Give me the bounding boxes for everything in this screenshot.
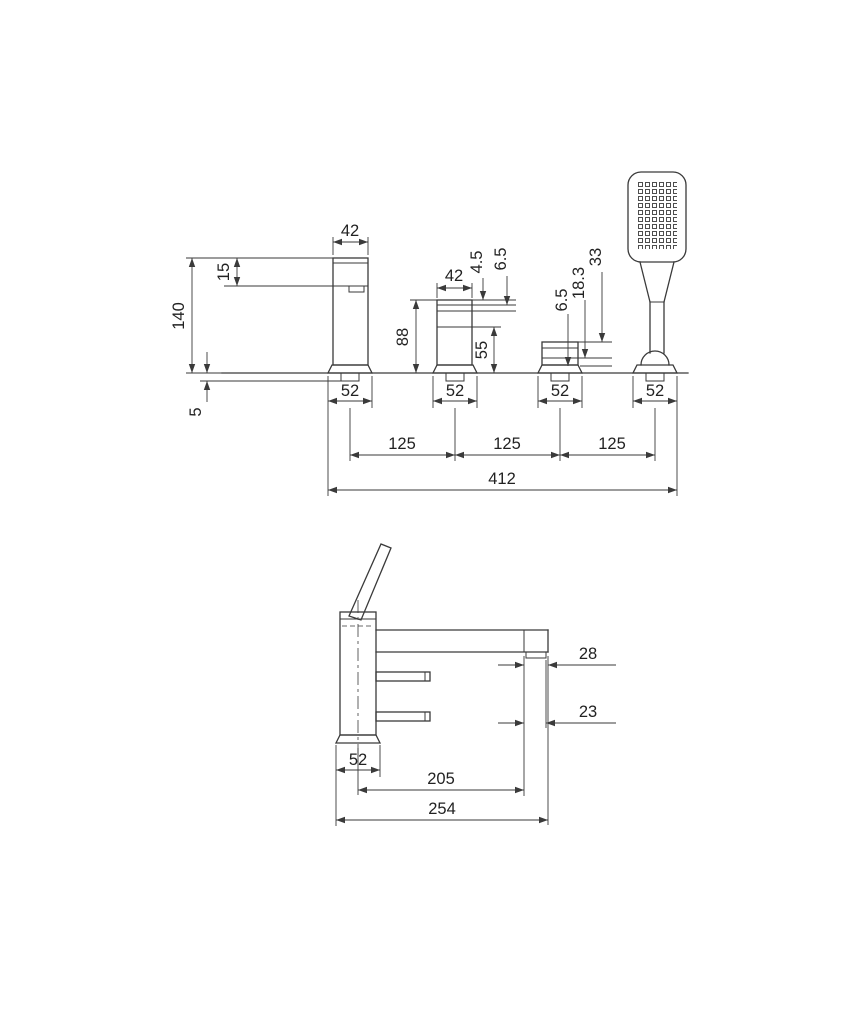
- dim-label-valve-top-width: 42: [445, 267, 463, 285]
- shower-face-pattern: [638, 182, 677, 249]
- dim-label-base-1: 52: [341, 382, 359, 400]
- spout-profile: [375, 629, 549, 659]
- lever-handle: [348, 543, 392, 621]
- dim-label-valve-height: 88: [394, 328, 412, 346]
- dim-label-under-deck: 5: [187, 407, 205, 416]
- dim-under-deck: 5: [187, 352, 341, 417]
- dim-spout-height: 140: [170, 258, 196, 373]
- spout-column: [326, 257, 374, 382]
- dim-label-diverter-height: 33: [587, 248, 605, 266]
- dim-label-overall-depth: 254: [428, 800, 456, 818]
- dim-label-pitch-2: 125: [493, 435, 521, 453]
- dim-valve-body-height: 55: [472, 326, 501, 373]
- dim-hole-pitches: 125 125 125: [349, 408, 656, 461]
- hand-shower: [627, 171, 687, 382]
- dim-label-valve-step-a: 4.5: [468, 251, 486, 274]
- dim-spout-end: 28: [498, 645, 616, 825]
- dim-label-pitch-3: 125: [598, 435, 626, 453]
- dim-label-valve-step-b: 6.5: [492, 248, 510, 271]
- dim-valve-steps: 4.5 6.5: [468, 248, 516, 312]
- dim-label-valve-body-height: 55: [473, 341, 491, 359]
- dim-diverter-steps: 6.5 18.3 33: [553, 248, 612, 367]
- dim-overall-width: 412: [328, 470, 677, 494]
- dim-label-overall-width: 412: [488, 470, 516, 488]
- dim-label-diverter-step-a: 6.5: [553, 289, 571, 312]
- dim-overall-depth: 254: [336, 800, 548, 824]
- dim-label-spout-end: 28: [579, 645, 597, 663]
- dim-label-base-3: 52: [551, 382, 569, 400]
- base-profile: [334, 734, 382, 744]
- dim-valve-height: 88: [394, 299, 437, 373]
- dim-label-outlet: 23: [579, 703, 597, 721]
- shower-cradle-arc: [640, 350, 670, 366]
- shower-head: [627, 171, 687, 263]
- body-profile: [334, 600, 382, 758]
- dim-label-base-2: 52: [446, 382, 464, 400]
- dim-outlet: 23: [498, 660, 616, 728]
- diverter-valve: [536, 341, 584, 382]
- dim-label-pitch-1: 125: [388, 435, 416, 453]
- dim-spout-top-width: 42: [332, 222, 369, 255]
- dim-spout-head-height: 15: [186, 257, 333, 287]
- dim-label-spout-top-width: 42: [341, 222, 359, 240]
- top-view: 42 15 140 5 42: [170, 171, 689, 496]
- aerator: [525, 651, 547, 659]
- dim-label-diverter-step-b: 18.3: [570, 267, 588, 299]
- dim-reach: 205: [357, 748, 524, 795]
- dim-label-spout-height: 140: [170, 302, 188, 330]
- inlet-pipes: [375, 671, 431, 722]
- mixer-valve: [431, 299, 479, 382]
- dim-label-base-4: 52: [646, 382, 664, 400]
- dim-label-reach: 205: [427, 770, 455, 788]
- dim-label-spout-head-height: 15: [215, 263, 233, 281]
- dim-base-widths: 52 52 52 52: [327, 376, 678, 496]
- dim-valve-top-width: 42: [436, 267, 473, 298]
- side-view: 28 23 52 205 254: [334, 543, 616, 826]
